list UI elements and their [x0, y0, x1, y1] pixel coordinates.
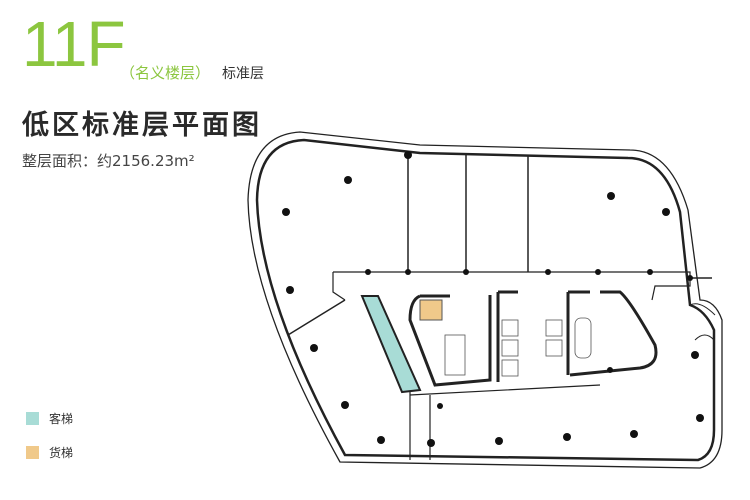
- freight-elevator-swatch: [26, 446, 39, 459]
- page-title: 低区标准层平面图: [22, 110, 262, 141]
- floor-type-label: 标准层: [222, 66, 264, 82]
- floor-area: 整层面积：约2156.23m²: [22, 152, 195, 170]
- inner-facade: [255, 138, 716, 462]
- corridor: [332, 271, 691, 460]
- balcony: [689, 303, 716, 341]
- passenger-elevator-swatch: [26, 412, 39, 425]
- passenger-elevators: [360, 295, 422, 394]
- outer-facade: [247, 131, 723, 469]
- floor-number: 11F: [22, 8, 126, 80]
- legend-label: 客梯: [49, 412, 74, 426]
- columns: [282, 151, 704, 447]
- legend-label: 货梯: [49, 446, 74, 460]
- nominal-floor-label: （名义楼层）: [120, 64, 211, 82]
- core-west: [408, 294, 492, 387]
- legend-freight-elevator: 货梯: [26, 444, 73, 461]
- legend-passenger-elevator: 客梯: [26, 410, 73, 427]
- core-elevators: [444, 317, 592, 377]
- partitions: [287, 153, 712, 336]
- freight-elevator: [419, 299, 443, 321]
- core-center: [496, 290, 658, 382]
